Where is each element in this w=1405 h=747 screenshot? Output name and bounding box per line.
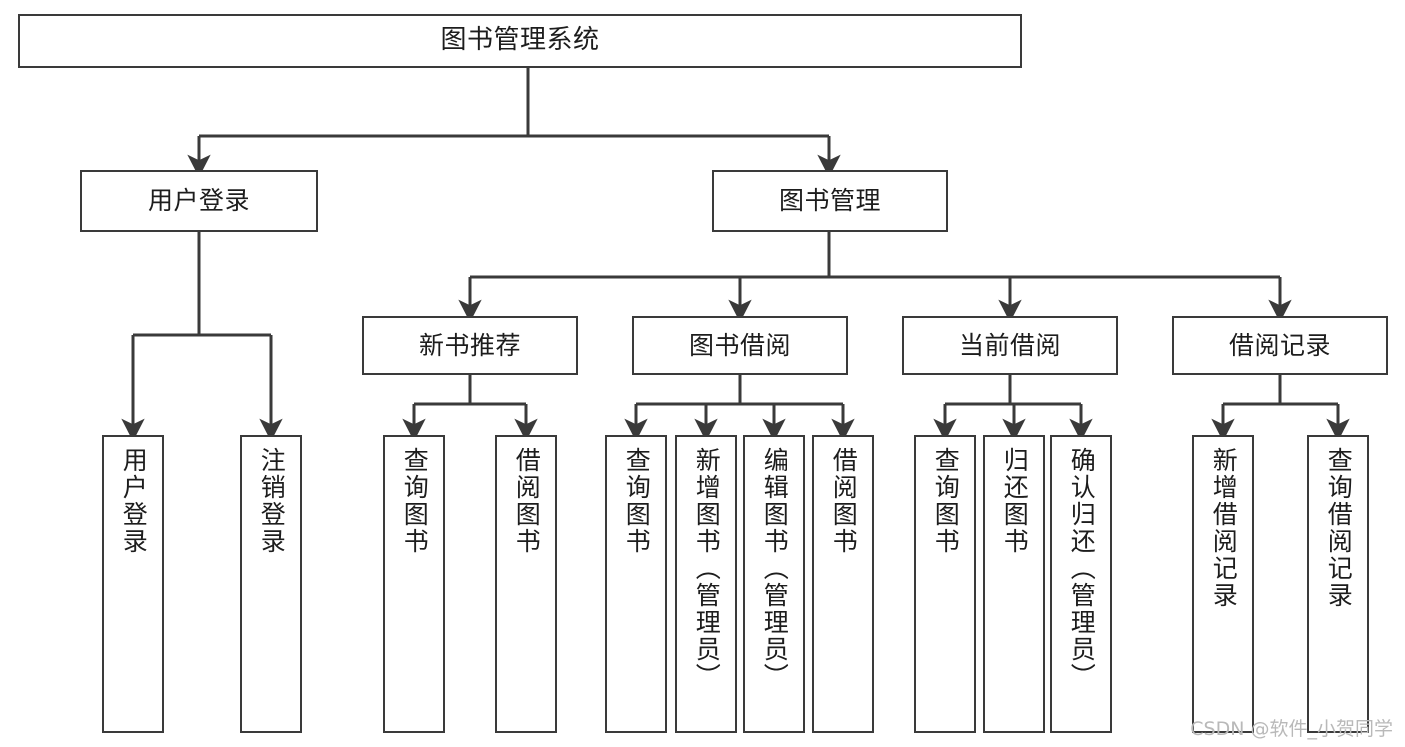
- node-root-book-management-system[interactable]: 图书管理系统: [18, 14, 1022, 68]
- node-leaf-confirm-return-admin[interactable]: 确认归还（管理员）: [1050, 435, 1112, 733]
- node-new-book-recommend[interactable]: 新书推荐: [362, 316, 578, 375]
- node-leaf-query-book-borrow[interactable]: 查询图书: [605, 435, 667, 733]
- node-label: 借阅记录: [1228, 330, 1331, 360]
- node-label: 确认归还（管理员）: [1067, 447, 1097, 690]
- node-label: 图书借阅: [688, 330, 791, 360]
- node-label: 注销登录: [257, 447, 287, 555]
- node-label: 用户登录: [119, 447, 149, 555]
- node-label: 归还图书: [1000, 447, 1030, 555]
- node-label: 图书管理: [778, 186, 881, 215]
- node-current-borrow[interactable]: 当前借阅: [902, 316, 1118, 375]
- node-book-management[interactable]: 图书管理: [712, 170, 948, 232]
- node-leaf-add-book-admin[interactable]: 新增图书（管理员）: [675, 435, 737, 733]
- node-label: 借阅图书: [512, 447, 542, 555]
- node-leaf-query-borrow-record[interactable]: 查询借阅记录: [1307, 435, 1369, 733]
- node-label: 查询图书: [622, 447, 652, 555]
- node-label: 借阅图书: [829, 447, 859, 555]
- node-leaf-edit-book-admin[interactable]: 编辑图书（管理员）: [743, 435, 805, 733]
- node-leaf-query-book-current[interactable]: 查询图书: [914, 435, 976, 733]
- node-label: 查询图书: [400, 447, 430, 555]
- node-label: 编辑图书（管理员）: [760, 447, 790, 690]
- node-label: 新增借阅记录: [1209, 447, 1239, 609]
- node-leaf-logout-login[interactable]: 注销登录: [240, 435, 302, 733]
- node-label: 图书管理系统: [440, 25, 600, 56]
- node-label: 新书推荐: [418, 330, 521, 360]
- node-user-login[interactable]: 用户登录: [80, 170, 318, 232]
- node-label: 当前借阅: [958, 330, 1061, 360]
- node-leaf-return-book[interactable]: 归还图书: [983, 435, 1045, 733]
- node-leaf-borrow-book-recommend[interactable]: 借阅图书: [495, 435, 557, 733]
- node-borrow-record[interactable]: 借阅记录: [1172, 316, 1388, 375]
- node-leaf-add-borrow-record[interactable]: 新增借阅记录: [1192, 435, 1254, 733]
- node-leaf-borrow-book-borrow[interactable]: 借阅图书: [812, 435, 874, 733]
- node-label: 新增图书（管理员）: [692, 447, 722, 690]
- node-book-borrow[interactable]: 图书借阅: [632, 316, 848, 375]
- node-leaf-user-login[interactable]: 用户登录: [102, 435, 164, 733]
- node-label: 查询图书: [931, 447, 961, 555]
- node-label: 用户登录: [147, 186, 250, 215]
- node-leaf-query-book-recommend[interactable]: 查询图书: [383, 435, 445, 733]
- node-label: 查询借阅记录: [1324, 447, 1354, 609]
